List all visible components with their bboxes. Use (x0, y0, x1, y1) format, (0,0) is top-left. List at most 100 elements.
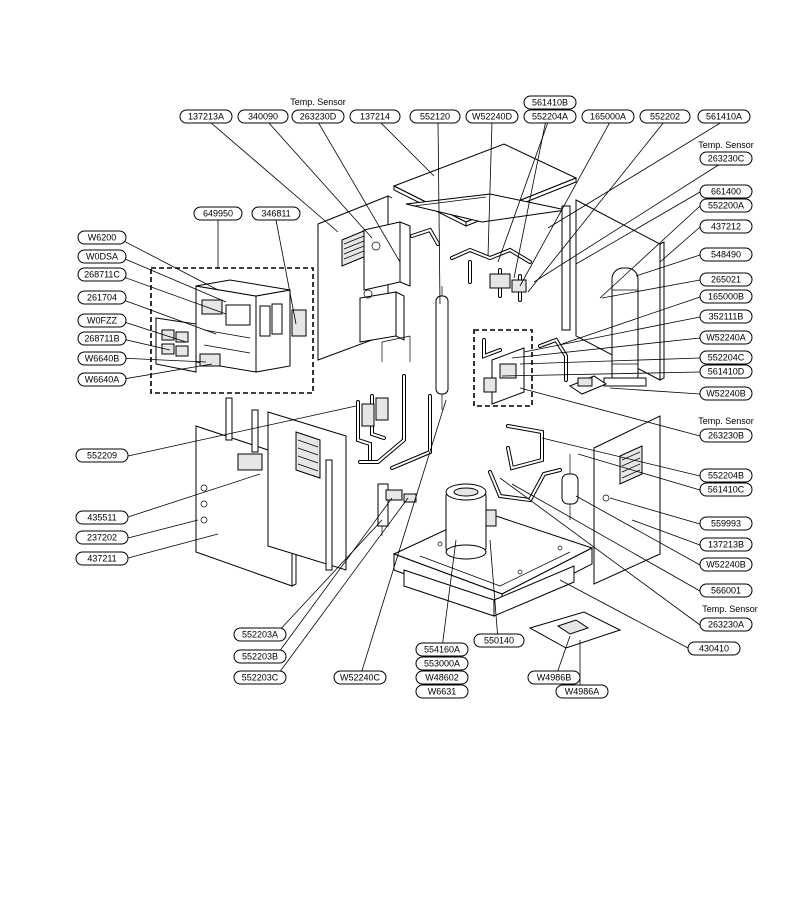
svg-text:554160A: 554160A (424, 645, 460, 655)
label-437212: 437212 (699, 219, 753, 234)
label-554160A: 554160A (415, 642, 469, 657)
svg-text:W52240B: W52240B (706, 389, 746, 399)
label-W0FZZ: W0FZZ (77, 313, 127, 328)
svg-text:552204A: 552204A (532, 112, 568, 122)
control-box-dashed-outline (150, 267, 314, 394)
svg-text:649950: 649950 (203, 209, 233, 219)
label-263230A: 263230A (699, 617, 753, 632)
svg-text:W48602: W48602 (425, 673, 459, 683)
svg-text:263230C: 263230C (708, 154, 745, 164)
label-W6631: W6631 (415, 684, 469, 699)
label-237202: 237202 (75, 530, 129, 545)
label-552200A: 552200A (699, 198, 753, 213)
label-137214: 137214 (349, 109, 401, 124)
svg-text:552203A: 552203A (242, 630, 278, 640)
label-552203B: 552203B (233, 649, 287, 664)
svg-text:268711C: 268711C (84, 270, 120, 280)
svg-text:W52240C: W52240C (340, 673, 381, 683)
label-346811: 346811 (251, 206, 301, 221)
part-upper-piping (410, 227, 532, 302)
label-649950: 649950 (193, 206, 243, 221)
label-W4986A: W4986A (555, 684, 609, 699)
note-temp-sensor-263230B: Temp. Sensor (698, 416, 754, 426)
part-accumulator (603, 267, 647, 387)
svg-text:165000B: 165000B (708, 292, 744, 302)
label-553000A: 553000A (415, 656, 469, 671)
label-W52240D: W52240D (465, 109, 519, 124)
label-552202: 552202 (639, 109, 691, 124)
svg-text:263230D: 263230D (300, 112, 337, 122)
label-165000B: 165000B (699, 289, 753, 304)
svg-text:552209: 552209 (87, 451, 117, 461)
temp-sensor-notes: Temp. Sensor Temp. Sensor Temp. Sensor T… (290, 97, 758, 614)
label-137213B: 137213B (699, 537, 753, 552)
label-561410B: 561410B (523, 95, 577, 110)
svg-text:552203B: 552203B (242, 652, 278, 662)
label-352111B: 352111B (699, 309, 753, 324)
part-electric-box (363, 221, 411, 291)
svg-text:165000A: 165000A (590, 112, 626, 122)
part-terminal-box (359, 289, 411, 362)
part-labels: 137213A 340090 263230D 137214 552120 W52… (75, 95, 753, 699)
svg-text:561410B: 561410B (532, 98, 568, 108)
part-receiver-tank (435, 286, 449, 410)
label-559993: 559993 (699, 516, 753, 531)
label-W6200: W6200 (77, 230, 127, 245)
label-435511: 435511 (75, 510, 129, 525)
label-W52240B-bottom: W52240B (699, 557, 753, 572)
label-561410C: 561410C (699, 482, 753, 497)
svg-text:553000A: 553000A (424, 659, 460, 669)
label-W6640A: W6640A (77, 372, 127, 387)
svg-text:W0FZZ: W0FZZ (87, 316, 117, 326)
svg-text:552204B: 552204B (708, 471, 744, 481)
label-263230B: 263230B (699, 428, 753, 443)
label-261704: 261704 (77, 290, 127, 305)
svg-text:661400: 661400 (711, 187, 741, 197)
svg-text:W0DSA: W0DSA (86, 252, 118, 262)
label-561410A: 561410A (697, 109, 751, 124)
part-lower-pipe-assembly (356, 374, 432, 470)
svg-text:552204C: 552204C (708, 353, 745, 363)
label-268711B: 268711B (77, 331, 127, 346)
svg-text:435511: 435511 (87, 513, 116, 523)
part-lower-right-piping (488, 424, 579, 520)
label-552204C: 552204C (699, 350, 753, 365)
svg-text:263230B: 263230B (708, 431, 744, 441)
svg-text:137213B: 137213B (708, 540, 744, 550)
label-137213A: 137213A (179, 109, 233, 124)
svg-text:W52240B: W52240B (706, 560, 746, 570)
part-accumulator-pipe (538, 337, 568, 382)
label-552120: 552120 (409, 109, 461, 124)
svg-text:552203C: 552203C (242, 673, 279, 683)
svg-text:346811: 346811 (261, 209, 290, 219)
svg-text:W6640A: W6640A (85, 375, 120, 385)
svg-text:261704: 261704 (87, 293, 117, 303)
svg-text:265021: 265021 (711, 275, 741, 285)
part-corner-post-left (225, 397, 259, 453)
svg-text:566001: 566001 (711, 586, 741, 596)
label-263230C: 263230C (699, 151, 753, 166)
part-valve-assembly (482, 338, 525, 405)
note-temp-sensor-top: Temp. Sensor (290, 97, 346, 107)
label-165000A: 165000A (581, 109, 635, 124)
svg-text:137214: 137214 (360, 112, 390, 122)
label-W6640B: W6640B (77, 351, 127, 366)
label-268711C: 268711C (77, 267, 127, 282)
label-263230D: 263230D (291, 109, 345, 124)
note-temp-sensor-263230C: Temp. Sensor (698, 140, 754, 150)
label-340090: 340090 (237, 109, 289, 124)
svg-text:352111B: 352111B (709, 312, 744, 322)
svg-text:561410C: 561410C (708, 485, 745, 495)
svg-text:268711B: 268711B (84, 334, 119, 344)
label-661400: 661400 (699, 184, 753, 199)
svg-text:W52240D: W52240D (472, 112, 513, 122)
leader-lines (117, 109, 723, 691)
part-valve-set (377, 483, 417, 536)
svg-text:W4986A: W4986A (565, 687, 600, 697)
svg-text:340090: 340090 (248, 112, 278, 122)
part-control-board (155, 317, 221, 373)
svg-text:W6640B: W6640B (85, 354, 120, 364)
svg-text:263230A: 263230A (708, 620, 744, 630)
label-561410D: 561410D (699, 364, 753, 379)
